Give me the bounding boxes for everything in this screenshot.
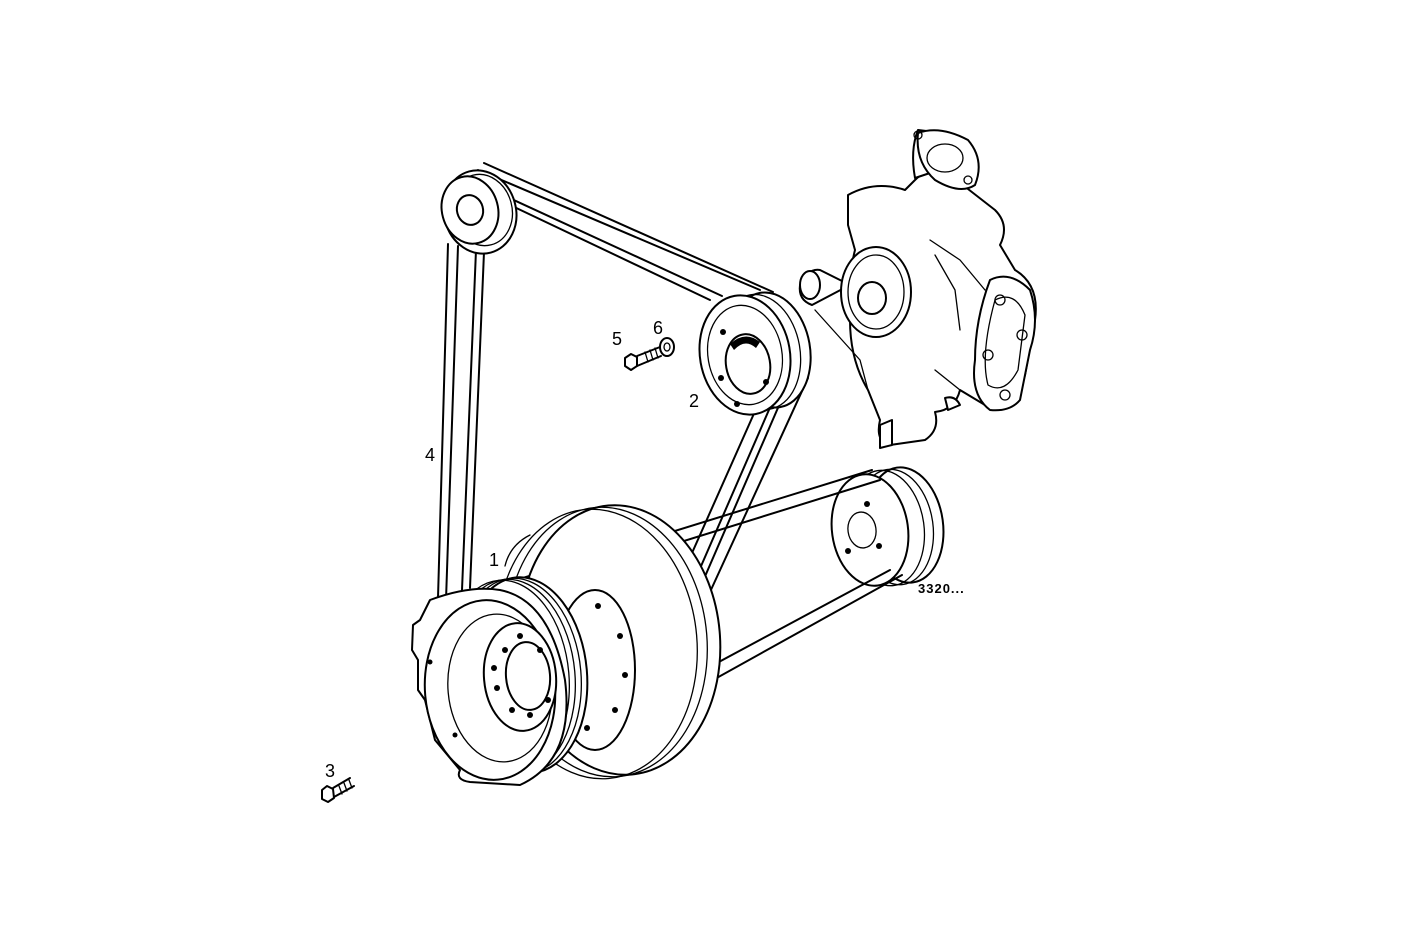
- bolt-part-3: [321, 777, 355, 803]
- callout-5: 5: [612, 329, 622, 349]
- callout-3: 3: [325, 761, 335, 781]
- v-belt-upper-run: [477, 162, 774, 301]
- callout-2: 2: [689, 391, 699, 411]
- water-pump-housing: [798, 129, 1037, 449]
- idler-pulley-top: [440, 169, 518, 255]
- alternator-pulley-right: [830, 466, 945, 587]
- pulley-part-2: [698, 291, 812, 416]
- callout-1: 1: [489, 550, 499, 570]
- v-belt-diagonal-run: [679, 377, 809, 593]
- washer-part-6: [659, 337, 675, 357]
- callout-4: 4: [425, 445, 435, 465]
- callout-6: 6: [653, 318, 663, 338]
- v-belt-left-run: [437, 243, 485, 601]
- bolt-part-5: [624, 346, 662, 371]
- diagram-reference-code: 3320...: [918, 581, 965, 596]
- crankshaft-pulley-part-1: [411, 576, 636, 786]
- leader-line-1: [504, 534, 531, 567]
